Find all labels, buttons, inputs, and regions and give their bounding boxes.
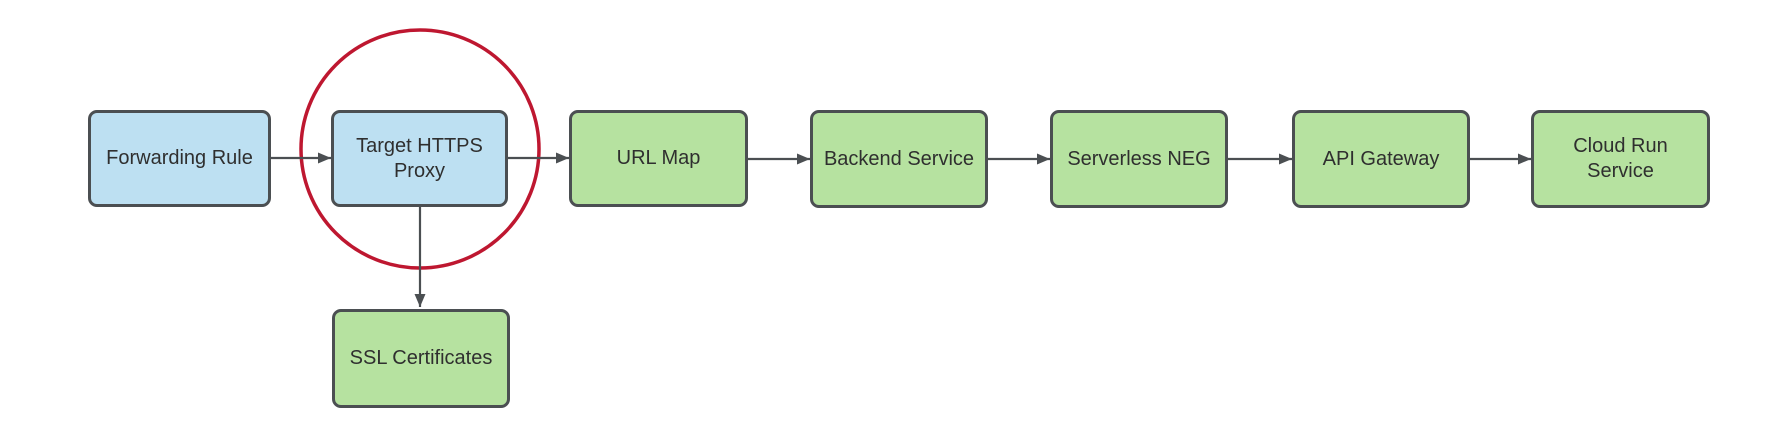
node-label-target-https-proxy: Target HTTPS Proxy (356, 134, 483, 182)
node-label-serverless-neg: Serverless NEG (1067, 147, 1211, 170)
node-serverless-neg: Serverless NEG (1050, 110, 1228, 208)
node-target-https-proxy: Target HTTPS Proxy (331, 110, 508, 207)
node-cloud-run-service: Cloud Run Service (1531, 110, 1710, 208)
node-label-url-map: URL Map (616, 147, 701, 169)
node-api-gateway: API Gateway (1292, 110, 1470, 208)
node-label-api-gateway: API Gateway (1322, 147, 1440, 170)
node-ssl-certificates: SSL Certificates (332, 309, 510, 408)
node-label-backend-service: Backend Service (823, 147, 975, 170)
edges-layer (271, 152, 1531, 307)
node-url-map: URL Map (569, 110, 748, 207)
node-forwarding-rule: Forwarding Rule (88, 110, 271, 207)
node-label-ssl-certificates: SSL Certificates (349, 347, 493, 369)
node-label-cloud-run-service: Cloud Run Service (1573, 135, 1668, 182)
node-label-forwarding-rule: Forwarding Rule (106, 147, 253, 169)
node-backend-service: Backend Service (810, 110, 988, 208)
